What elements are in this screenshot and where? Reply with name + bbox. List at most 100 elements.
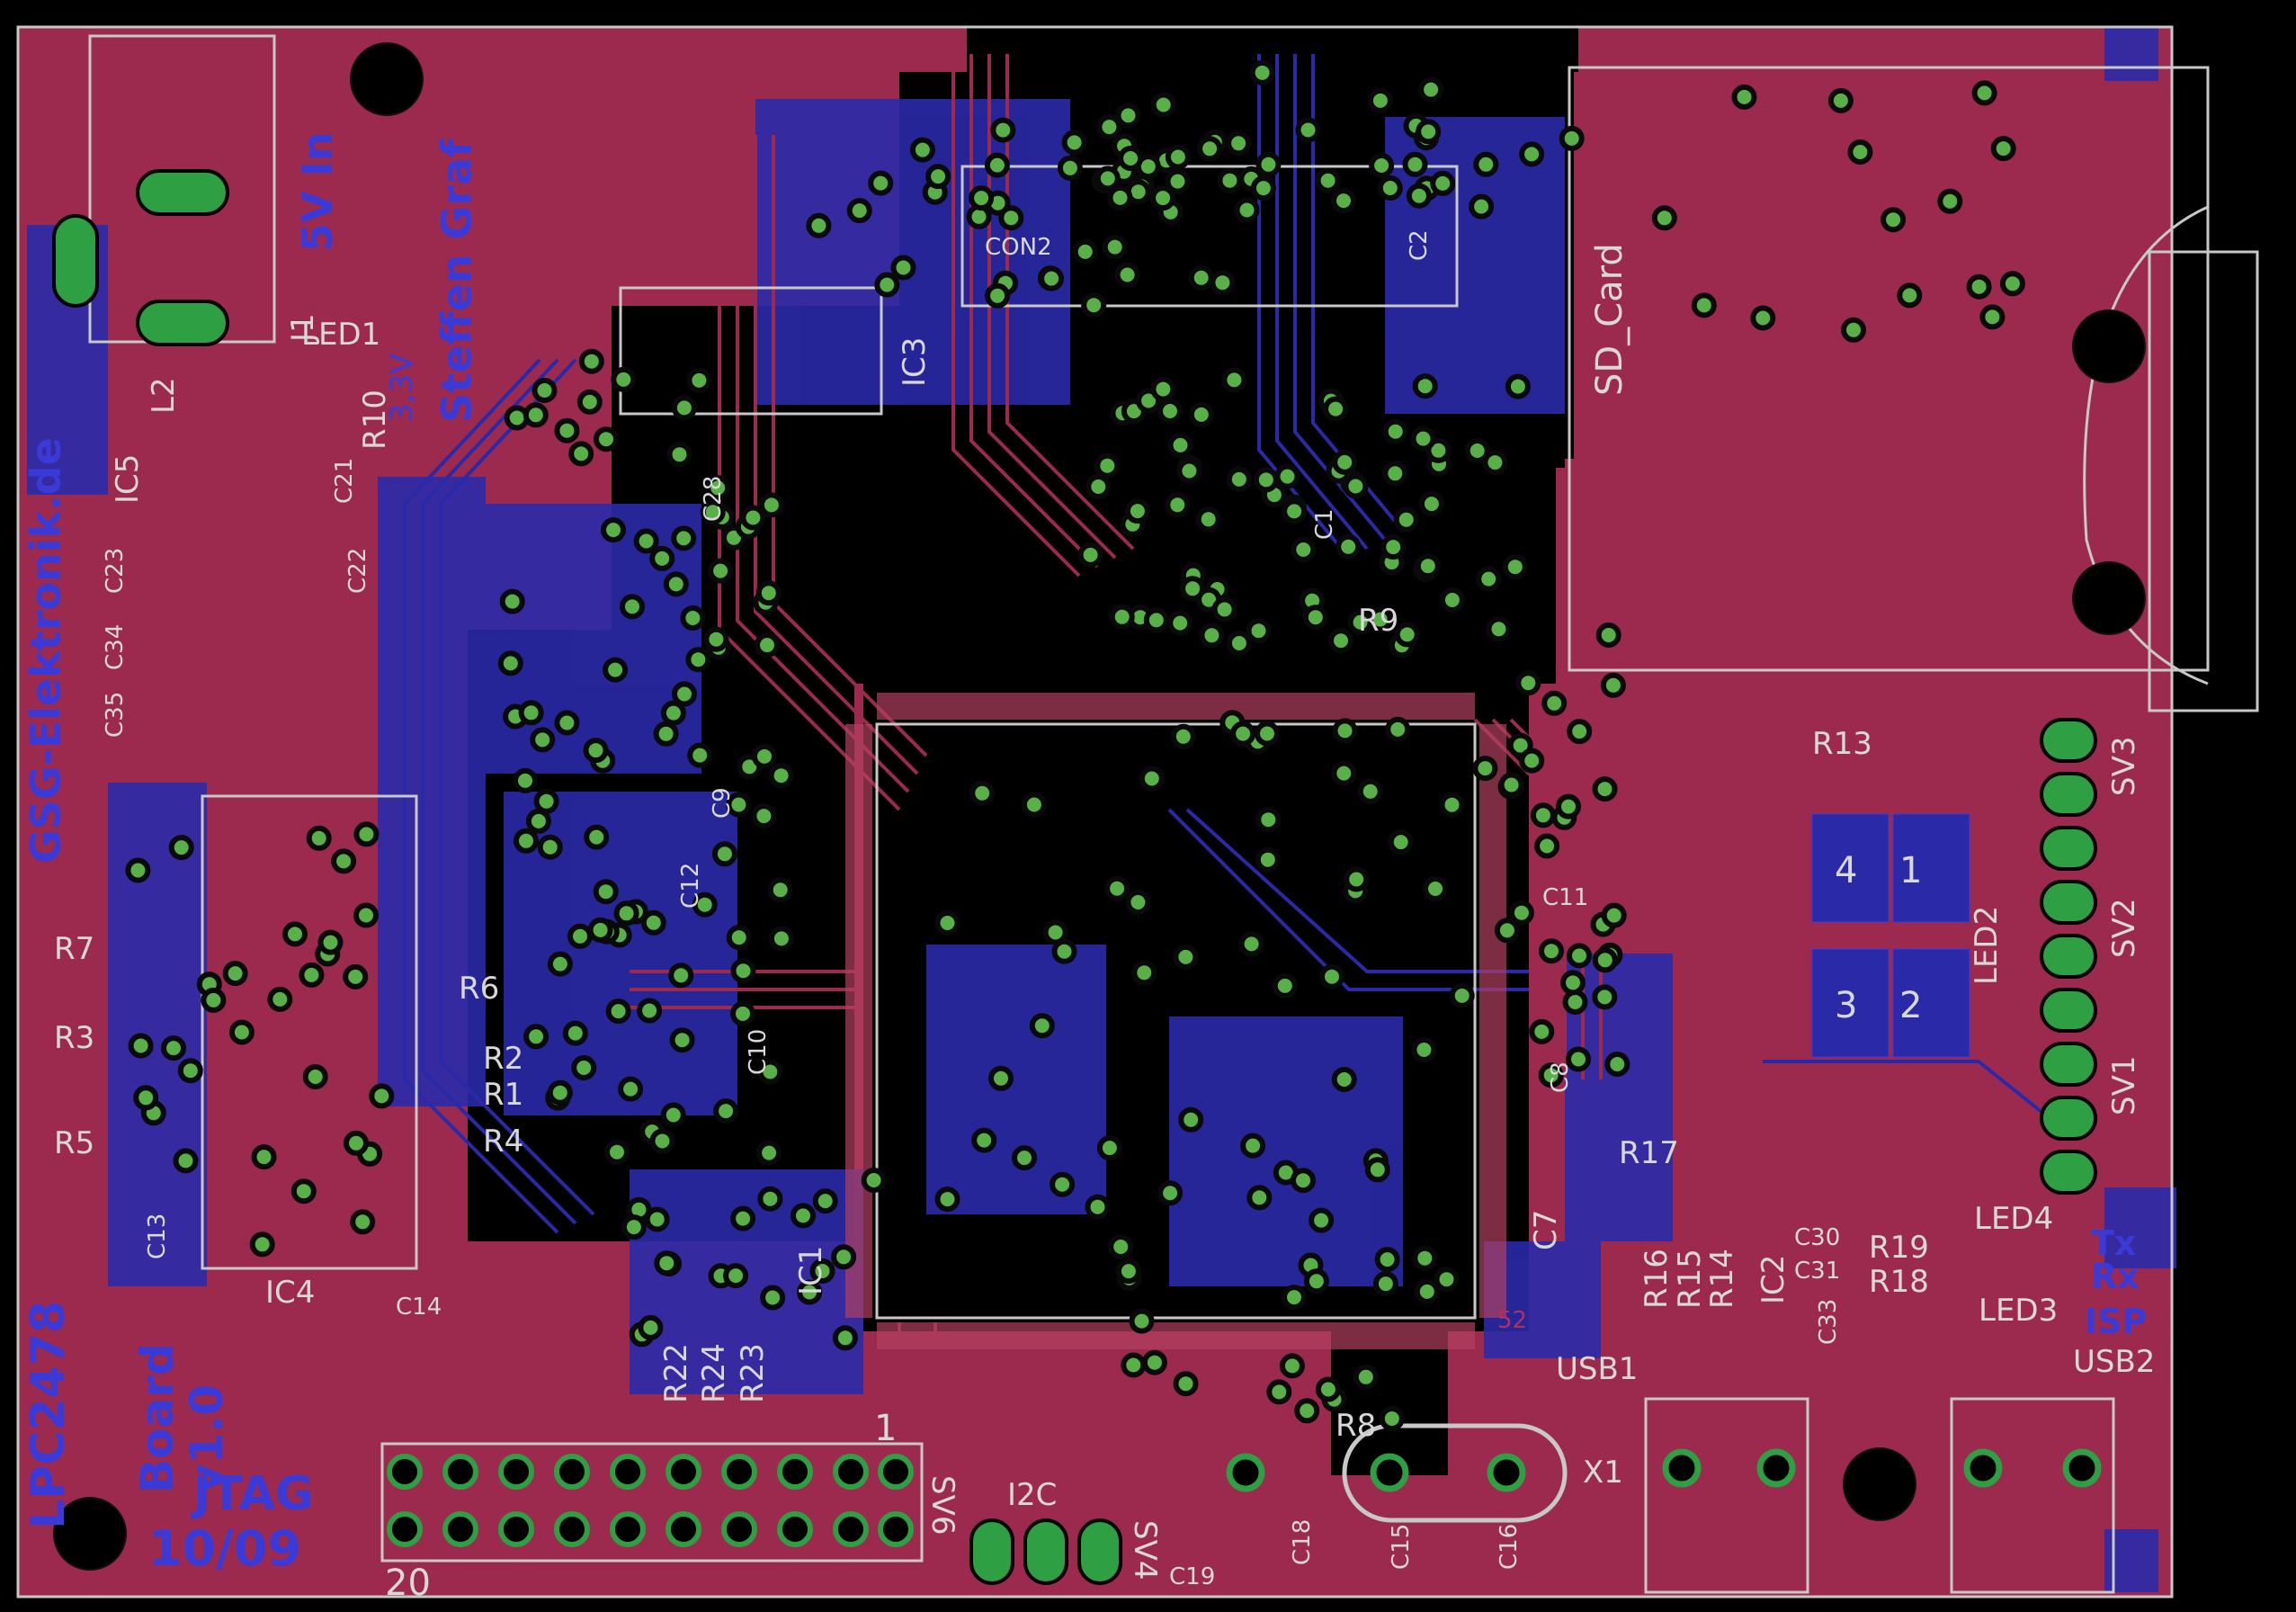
via	[768, 763, 794, 789]
via	[1559, 125, 1585, 151]
via	[1411, 1037, 1437, 1062]
via	[671, 395, 697, 421]
ic1-footprint[interactable]	[845, 693, 1506, 1349]
via	[1107, 184, 1133, 210]
label-r8: R8	[1336, 1408, 1377, 1444]
label-x1: X1	[1583, 1455, 1623, 1491]
via	[1595, 622, 1621, 648]
via	[1414, 1278, 1440, 1304]
via	[1315, 1376, 1341, 1402]
via	[331, 848, 357, 874]
via	[1253, 467, 1279, 493]
via	[1157, 399, 1183, 424]
x1-footprint[interactable]	[1342, 1423, 1568, 1523]
label-led4: LED4	[1974, 1201, 2054, 1237]
usb1-footprint[interactable]	[1644, 1397, 1809, 1594]
label-r15: R15	[1672, 1249, 1708, 1309]
via	[1211, 596, 1237, 622]
via	[587, 917, 613, 943]
via	[1188, 264, 1214, 291]
board-label-text: Board	[131, 1343, 183, 1493]
label-r10: R10	[357, 390, 393, 450]
via	[969, 185, 995, 211]
via	[832, 1325, 858, 1351]
label-ic2: IC2	[1756, 1254, 1791, 1304]
label-r2: R2	[483, 1041, 524, 1077]
label-i2c: I2C	[1007, 1477, 1058, 1513]
via	[1178, 1106, 1204, 1133]
sv4-pins	[969, 1518, 1122, 1585]
via	[1415, 553, 1441, 579]
via	[1372, 1271, 1398, 1297]
via	[1486, 616, 1512, 642]
ic4-footprint[interactable]	[201, 794, 418, 1270]
via	[222, 961, 248, 987]
ic3-footprint[interactable]	[619, 286, 883, 416]
via	[306, 825, 332, 851]
via	[1418, 491, 1444, 517]
via	[1482, 450, 1508, 476]
via	[1328, 628, 1353, 654]
label-c15: C15	[1388, 1523, 1415, 1570]
via	[1199, 622, 1225, 649]
via	[768, 926, 794, 952]
via	[846, 198, 872, 224]
via	[1217, 167, 1243, 193]
label-sv4: SV4	[1127, 1520, 1163, 1581]
via	[1430, 170, 1456, 196]
via	[554, 710, 580, 736]
via	[1165, 144, 1191, 170]
led2-footprint[interactable]	[1811, 813, 1970, 1058]
label-c13: C13	[144, 1213, 171, 1259]
via	[1364, 1157, 1390, 1183]
label-c1: C1	[1311, 508, 1338, 540]
tht-pads	[1226, 1448, 2102, 1492]
via	[1827, 87, 1854, 113]
via	[708, 558, 734, 584]
via	[161, 1035, 186, 1061]
label-r3: R3	[54, 1020, 95, 1056]
label-r6: R6	[459, 971, 500, 1007]
domain-text: GSG-Elektronik.de	[22, 437, 70, 864]
via	[797, 1279, 823, 1305]
via	[806, 212, 832, 238]
via	[1990, 136, 2016, 162]
via	[1472, 756, 1498, 782]
label-usb2: USB2	[2073, 1344, 2156, 1380]
via	[1295, 117, 1321, 143]
usb2-footprint[interactable]	[1950, 1397, 2115, 1594]
sv6-footprint[interactable]	[380, 1442, 924, 1563]
via	[757, 1059, 783, 1085]
via	[1567, 943, 1592, 969]
label-c7: C7	[1528, 1209, 1564, 1250]
via	[752, 743, 777, 769]
label-c14: C14	[396, 1294, 442, 1321]
via	[934, 1187, 960, 1213]
via	[1255, 721, 1280, 747]
via	[1226, 130, 1252, 157]
label-con2: CON2	[985, 234, 1052, 261]
via	[685, 647, 711, 673]
via	[1246, 1185, 1273, 1211]
via	[1410, 425, 1436, 452]
via	[1388, 829, 1414, 855]
via	[601, 517, 626, 543]
via	[249, 1231, 275, 1258]
con2-footprint[interactable]	[960, 165, 1459, 308]
via	[576, 389, 603, 415]
label-tx: Tx	[2091, 1223, 2137, 1263]
via	[1170, 723, 1196, 749]
via	[1600, 672, 1626, 698]
via	[1380, 534, 1407, 560]
sd-card-footprint[interactable]	[1568, 66, 2210, 672]
via	[1165, 492, 1191, 518]
via	[1150, 92, 1176, 118]
label-led2-pin1: 1	[1899, 850, 1923, 891]
via	[1109, 604, 1135, 630]
via	[663, 571, 689, 597]
via	[1139, 766, 1165, 792]
via	[1114, 262, 1140, 288]
via	[1096, 114, 1122, 140]
label-ic4: IC4	[265, 1275, 316, 1311]
